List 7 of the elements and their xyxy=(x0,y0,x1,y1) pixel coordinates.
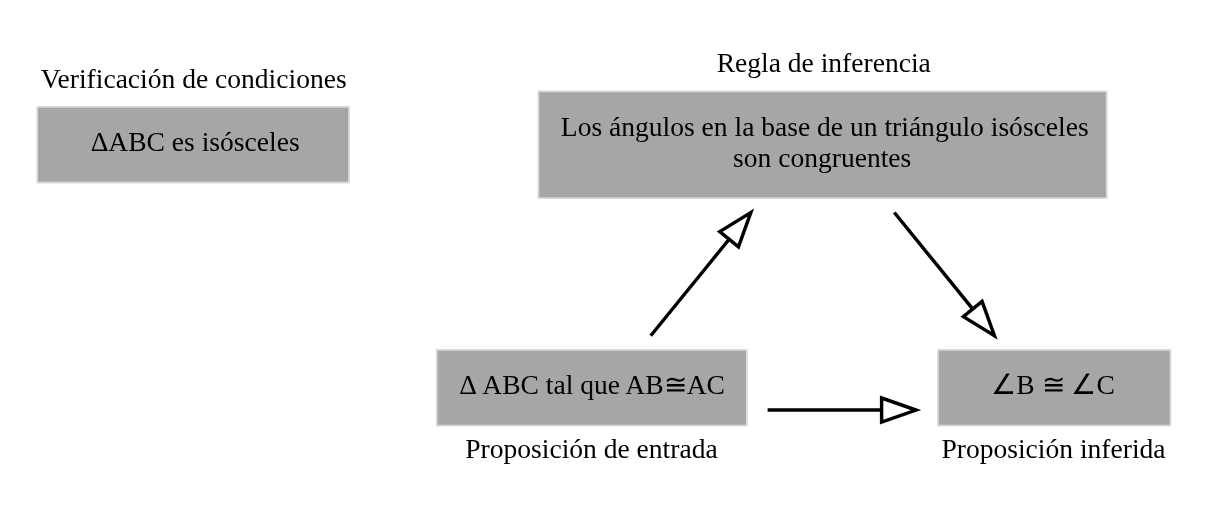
node-label: Regla de inferencia xyxy=(716,46,931,78)
node-label: Proposición inferida xyxy=(941,432,1166,464)
arrow xyxy=(767,395,922,425)
node-label: Proposición de entrada xyxy=(465,432,718,464)
arrow xyxy=(893,210,998,340)
arrow xyxy=(649,208,755,337)
node-label: Verificación de condiciones xyxy=(40,62,347,94)
